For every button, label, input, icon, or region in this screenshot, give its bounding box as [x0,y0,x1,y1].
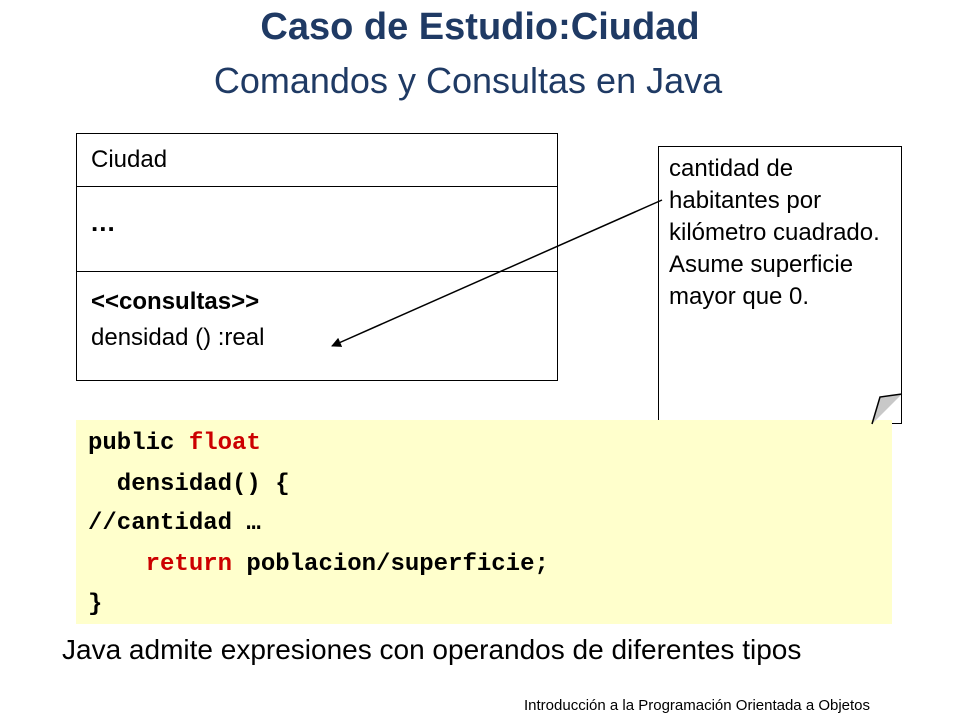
uml-operation: densidad () :real [91,324,265,351]
code-line-1: public float [88,430,261,458]
uml-class-name: Ciudad [91,146,168,173]
slide-subtitle: Comandos y Consultas en Java [213,60,723,101]
code-token [88,551,146,578]
footer-text: Introducción a la Programación Orientada… [524,697,871,714]
code-token: public [88,430,189,457]
code-line-5: } [88,591,103,618]
code-keyword: return [145,551,233,578]
code-line-4: return poblacion/superficie; [88,551,549,579]
uml-class-box: Ciudad ... <<consultas>> densidad () :re… [76,133,558,381]
code-keyword: float [188,430,261,457]
uml-attributes: ... [91,207,116,237]
code-line-3: //cantidad … [88,510,261,537]
uml-class-name-compartment: Ciudad [77,134,557,187]
body-text: Java admite expresiones con operandos de… [62,634,802,665]
code-line-2: densidad() { [88,471,290,498]
code-block: public float densidad() { //cantidad … r… [76,420,892,624]
uml-stereotype: <<consultas>> [91,288,260,315]
slide-title: Caso de Estudio:Ciudad [260,6,700,48]
note-text: cantidad de habitantes por kilómetro cua… [669,155,880,310]
uml-note: cantidad de habitantes por kilómetro cua… [658,146,902,424]
code-token: poblacion/superficie; [232,551,549,578]
uml-attributes-compartment: ... [77,187,557,272]
uml-operations-compartment: <<consultas>> densidad () :real [77,272,557,382]
